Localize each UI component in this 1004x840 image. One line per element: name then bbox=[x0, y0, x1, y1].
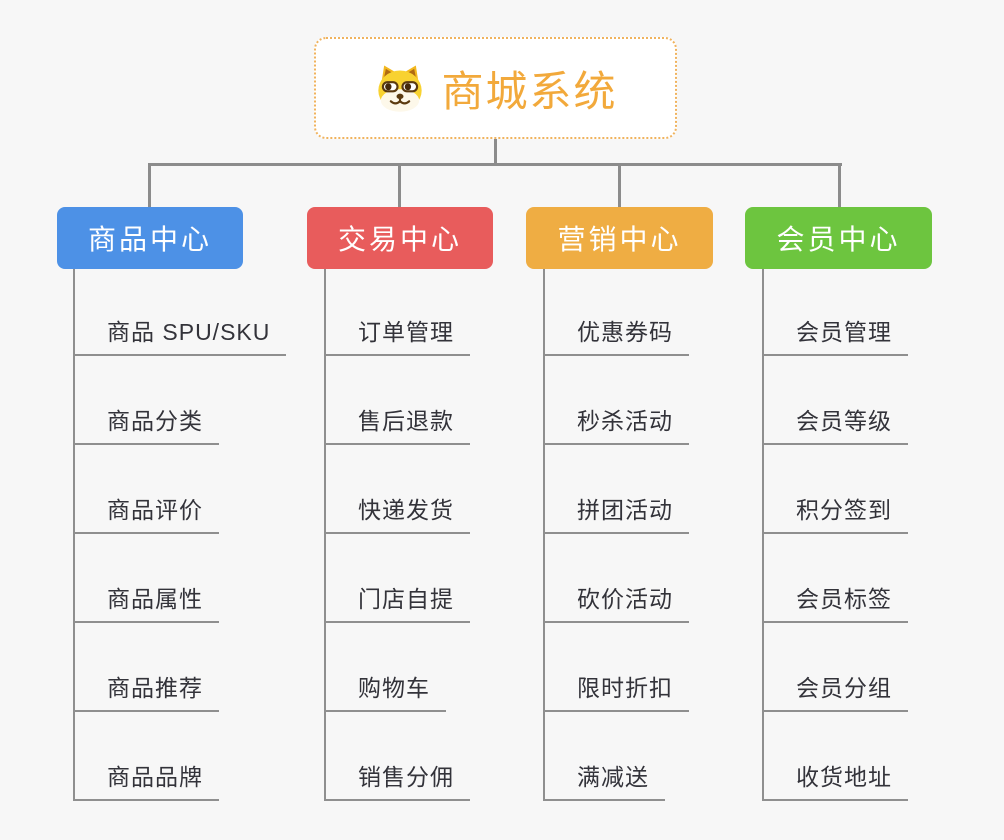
child-node[interactable]: 商品分类 bbox=[73, 406, 219, 445]
child-node[interactable]: 秒杀活动 bbox=[543, 406, 689, 445]
branch-child-connector-line bbox=[543, 269, 545, 800]
shiba-dog-icon bbox=[378, 65, 423, 112]
root-connector-stub bbox=[494, 139, 497, 165]
child-node[interactable]: 订单管理 bbox=[324, 317, 470, 356]
child-node[interactable]: 收货地址 bbox=[762, 762, 908, 801]
child-node[interactable]: 销售分佣 bbox=[324, 762, 470, 801]
root-node-title: 商城系统 bbox=[441, 67, 618, 115]
branch-child-connector-line bbox=[762, 269, 764, 800]
child-node[interactable]: 商品属性 bbox=[73, 584, 219, 623]
child-node[interactable]: 会员管理 bbox=[762, 317, 908, 356]
child-node[interactable]: 限时折扣 bbox=[543, 673, 689, 712]
branch-node-trade-center[interactable]: 交易中心 bbox=[307, 207, 493, 269]
child-node[interactable]: 会员等级 bbox=[762, 406, 908, 445]
connector-drop-marketing-center bbox=[618, 164, 621, 207]
branch-child-connector-line bbox=[324, 269, 326, 800]
branch-node-member-center[interactable]: 会员中心 bbox=[745, 207, 932, 269]
branch-node-product-center[interactable]: 商品中心 bbox=[57, 207, 243, 269]
connector-drop-member-center bbox=[838, 164, 841, 207]
child-node[interactable]: 会员分组 bbox=[762, 673, 908, 712]
child-node[interactable]: 商品评价 bbox=[73, 495, 219, 534]
root-node-mall-system[interactable]: 商城系统 bbox=[314, 37, 677, 139]
child-node[interactable]: 门店自提 bbox=[324, 584, 470, 623]
branch-child-connector-line bbox=[73, 269, 75, 800]
child-node[interactable]: 售后退款 bbox=[324, 406, 470, 445]
child-node[interactable]: 满减送 bbox=[543, 762, 665, 801]
child-node[interactable]: 会员标签 bbox=[762, 584, 908, 623]
child-node[interactable]: 积分签到 bbox=[762, 495, 908, 534]
connector-drop-trade-center bbox=[398, 164, 401, 207]
child-node[interactable]: 商品品牌 bbox=[73, 762, 219, 801]
connector-drop-product-center bbox=[148, 164, 151, 207]
child-node[interactable]: 砍价活动 bbox=[543, 584, 689, 623]
child-node[interactable]: 购物车 bbox=[324, 673, 446, 712]
child-node[interactable]: 优惠券码 bbox=[543, 317, 689, 356]
child-node[interactable]: 商品 SPU/SKU bbox=[73, 317, 287, 356]
connector-horizontal-bar bbox=[148, 163, 842, 166]
child-node[interactable]: 拼团活动 bbox=[543, 495, 689, 534]
branch-node-marketing-center[interactable]: 营销中心 bbox=[526, 207, 713, 269]
child-node[interactable]: 快递发货 bbox=[324, 495, 470, 534]
child-node[interactable]: 商品推荐 bbox=[73, 673, 219, 712]
